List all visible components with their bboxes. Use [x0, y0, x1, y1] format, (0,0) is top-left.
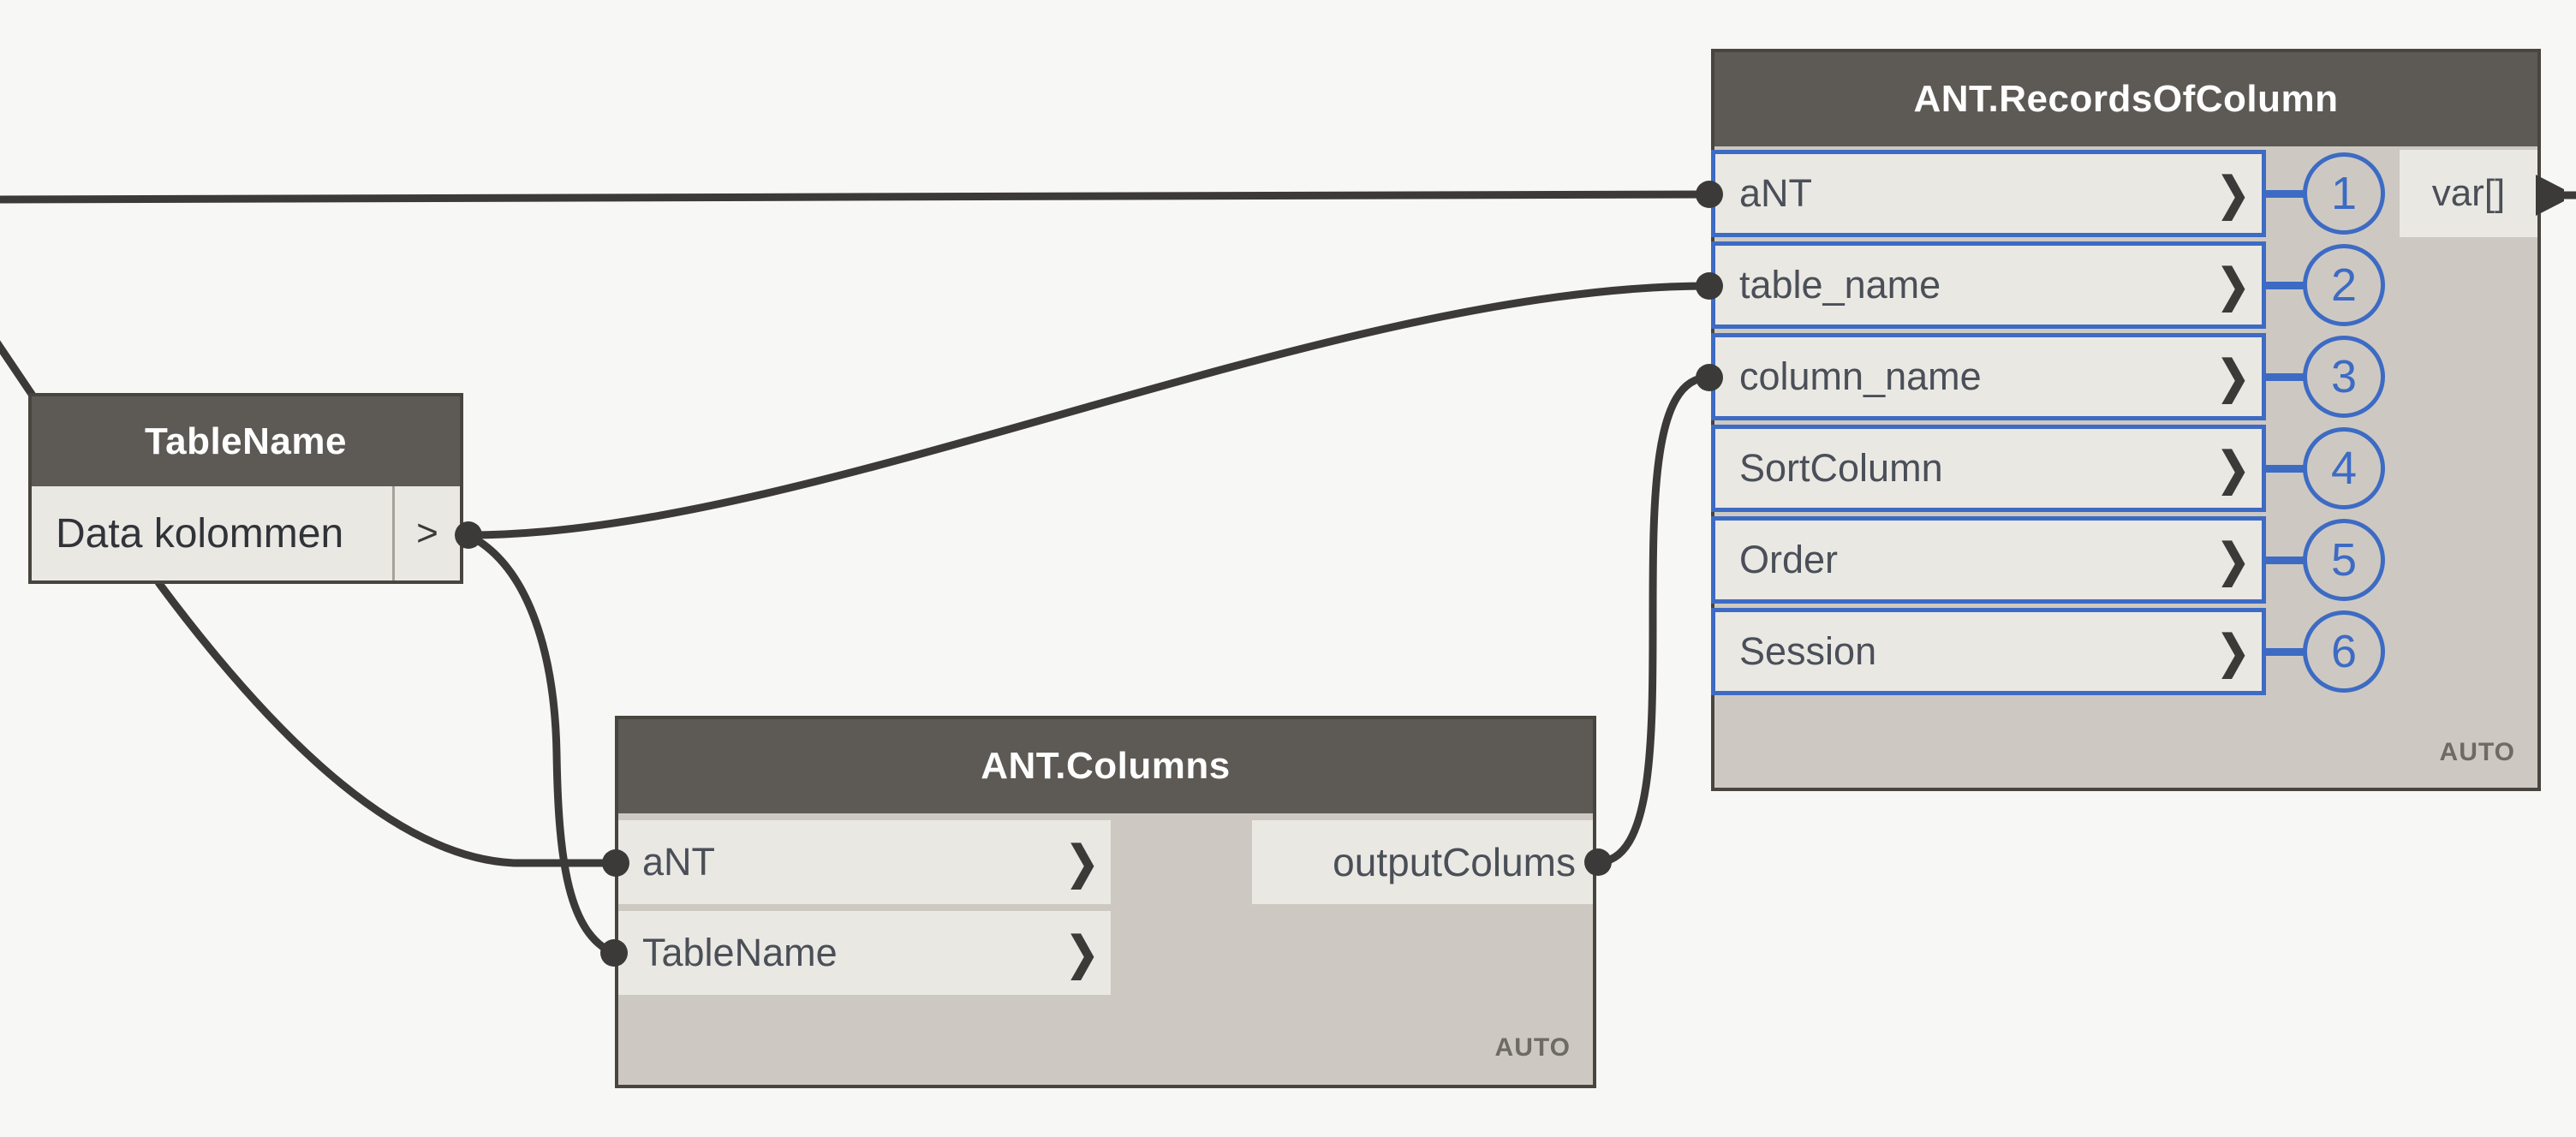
badge-connector	[2266, 282, 2306, 289]
tablename-port-separator	[392, 486, 395, 580]
node-ant-columns[interactable]: ANT.Columns aNT ❯ TableName ❯ outputColu…	[615, 716, 1596, 1088]
badge-connector	[2266, 557, 2306, 564]
records-output-port[interactable]: var[]	[2400, 150, 2537, 237]
badge-connector	[2266, 373, 2306, 381]
port-label: aNT	[1739, 171, 1813, 215]
badge-number: 3	[2330, 351, 2358, 402]
port-chevron-icon: ❯	[1065, 927, 1099, 979]
records-input-aNT[interactable]: aNT ❯	[1711, 150, 2266, 237]
port-chevron-icon: ❯	[2216, 626, 2250, 677]
tablename-output-label: Data kolommen	[56, 510, 344, 557]
badge-connector	[2266, 465, 2306, 473]
ant-columns-lacing-badge[interactable]: AUTO	[1494, 1033, 1571, 1062]
wire-tablename-to-columns-tablename[interactable]	[464, 531, 617, 957]
port-chevron-icon: ❯	[2216, 259, 2250, 311]
tablename-output-port[interactable]: >	[395, 486, 460, 580]
port-label: table_name	[1739, 263, 1941, 307]
wire-outputcolums-to-columnname[interactable]	[1593, 373, 1713, 866]
annotation-badge-1: 1	[2303, 152, 2385, 235]
node-tablename[interactable]: TableName Data kolommen >	[28, 393, 463, 584]
ant-columns-input-tablename[interactable]: TableName ❯	[618, 911, 1111, 995]
annotation-badge-6: 6	[2303, 610, 2385, 693]
wire-ant-to-records[interactable]	[0, 190, 1713, 204]
port-chevron-icon: ❯	[2216, 351, 2250, 402]
port-label: Order	[1739, 538, 1839, 581]
ant-columns-input-aNT[interactable]: aNT ❯	[618, 820, 1111, 904]
records-title: ANT.RecordsOfColumn	[1913, 78, 2339, 120]
port-chevron-icon: ❯	[2216, 168, 2250, 219]
wire-tablename-to-records-tablename[interactable]	[464, 282, 1713, 539]
tablename-output-label-cell: Data kolommen	[32, 486, 392, 580]
annotation-badge-2: 2	[2303, 244, 2385, 326]
port-label: column_name	[1739, 354, 1982, 398]
annotation-badge-5: 5	[2303, 519, 2385, 601]
annotation-badge-4: 4	[2303, 427, 2385, 509]
badge-number: 4	[2330, 443, 2358, 494]
records-lacing-badge[interactable]: AUTO	[2439, 738, 2515, 766]
wire-ant-to-columns[interactable]	[0, 340, 619, 867]
port-label: Session	[1739, 629, 1877, 673]
port-label: SortColumn	[1739, 446, 1943, 490]
records-input-column-name[interactable]: column_name ❯	[1711, 333, 2266, 420]
records-input-order[interactable]: Order ❯	[1711, 516, 2266, 604]
node-tablename-title: TableName	[145, 420, 347, 462]
annotation-badge-3: 3	[2303, 336, 2385, 418]
badge-number: 1	[2330, 168, 2358, 219]
port-chevron-icon: ❯	[2216, 534, 2250, 586]
records-input-sortcolumn[interactable]: SortColumn ❯	[1711, 425, 2266, 512]
badge-connector	[2266, 648, 2306, 656]
badge-number: 2	[2330, 259, 2358, 311]
port-chevron-icon: ❯	[1065, 836, 1099, 888]
output-chevron-icon: >	[416, 512, 438, 554]
node-ant-recordsofcolumn[interactable]: ANT.RecordsOfColumn aNT ❯ table_name ❯ c…	[1711, 49, 2541, 791]
records-input-session[interactable]: Session ❯	[1711, 608, 2266, 695]
port-chevron-icon: ❯	[2216, 443, 2250, 494]
badge-number: 6	[2330, 626, 2358, 677]
badge-number: 5	[2330, 534, 2358, 586]
port-label: TableName	[642, 931, 838, 974]
port-label: aNT	[642, 840, 716, 884]
output-port-label: outputColums	[1333, 840, 1576, 884]
output-port-label: var[]	[2431, 172, 2506, 214]
node-tablename-header[interactable]: TableName	[32, 396, 460, 486]
ant-columns-title: ANT.Columns	[981, 745, 1231, 787]
ant-columns-header[interactable]: ANT.Columns	[618, 719, 1593, 813]
badge-connector	[2266, 190, 2306, 198]
ant-columns-output-port[interactable]: outputColums	[1252, 820, 1593, 904]
records-input-table-name[interactable]: table_name ❯	[1711, 241, 2266, 329]
records-header[interactable]: ANT.RecordsOfColumn	[1714, 52, 2537, 146]
